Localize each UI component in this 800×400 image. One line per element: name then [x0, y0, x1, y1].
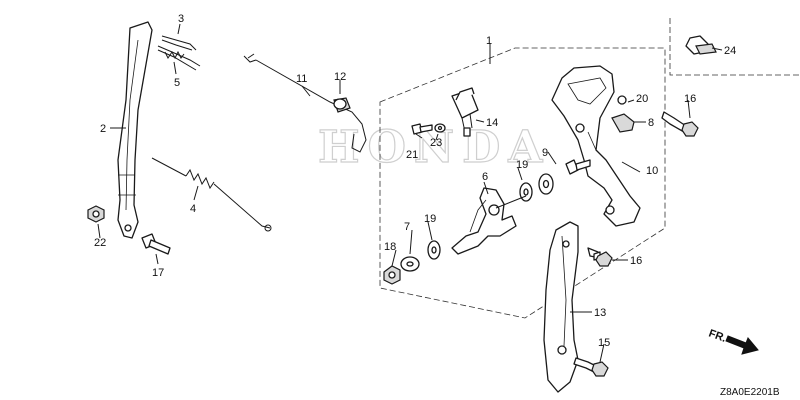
- callout-17: 17: [152, 267, 164, 279]
- part-9-screw: [565, 159, 591, 175]
- callout-21: 21: [406, 149, 418, 161]
- part-20-ball: [617, 95, 627, 105]
- callout-18: 18: [384, 241, 396, 253]
- part-12-grommet: [333, 97, 351, 113]
- part-6-linkage-plate: [451, 187, 527, 255]
- front-direction-indicator: FR.: [707, 328, 759, 355]
- part-17-pin: [141, 233, 171, 255]
- part-15-bolt: [573, 357, 609, 377]
- part-24-box: [669, 18, 800, 76]
- callout-5: 5: [174, 77, 180, 89]
- part-13-cover: [543, 221, 579, 393]
- callout-3: 3: [178, 13, 184, 25]
- callout-19-lower: 19: [424, 213, 436, 225]
- part-19-washer-lower: [427, 240, 441, 260]
- part-19-washer-upper-2: [538, 173, 554, 195]
- callout-4: 4: [190, 203, 196, 215]
- callout-2: 2: [100, 123, 106, 135]
- part-5-spring: [164, 50, 185, 60]
- fr-label: FR.: [707, 328, 728, 345]
- callout-19-upper: 19: [516, 159, 528, 171]
- callout-8: 8: [648, 117, 654, 129]
- callout-1: 1: [486, 35, 492, 47]
- callout-12: 12: [334, 71, 346, 83]
- part-16-bolt-middle: [587, 247, 613, 267]
- callout-24: 24: [724, 45, 736, 57]
- part-19-washer-upper: [519, 182, 533, 202]
- part-3-wire-clip: [157, 35, 201, 71]
- callout-6: 6: [482, 171, 488, 183]
- callout-11: 11: [296, 73, 307, 85]
- part-16-bolt-upper: [661, 111, 699, 137]
- part-10-bracket: [551, 65, 641, 227]
- part-24-clamp: [685, 35, 717, 55]
- callout-20: 20: [636, 93, 648, 105]
- callout-10: 10: [646, 165, 658, 177]
- part-14-switch: [451, 87, 479, 137]
- callout-13: 13: [594, 307, 606, 319]
- callout-labels: 1 2 3 4 5 6 7 8 9 10 11 12 13 14 15 16 1…: [94, 13, 736, 349]
- leader-lines: [97, 23, 723, 363]
- callout-15: 15: [598, 337, 610, 349]
- callout-9: 9: [542, 147, 548, 159]
- assembly-outline: [379, 47, 666, 319]
- callout-7: 7: [404, 221, 410, 233]
- callout-16-upper: 16: [684, 93, 696, 105]
- part-8-clip: [611, 113, 635, 133]
- part-18-nut: [383, 265, 401, 285]
- fr-arrow-icon: [725, 335, 759, 355]
- part-21-screw: [411, 123, 433, 135]
- callout-23: 23: [430, 137, 442, 149]
- callout-22: 22: [94, 237, 106, 249]
- part-4-cable-spring: [151, 157, 272, 232]
- callout-14: 14: [486, 117, 498, 129]
- part-2-lever-arm: [117, 21, 153, 239]
- diagram-code: Z8A0E2201B: [720, 387, 780, 398]
- part-23-washer: [434, 123, 446, 133]
- part-7-bushing: [400, 256, 420, 272]
- callout-16-lower: 16: [630, 255, 642, 267]
- part-22-nut: [87, 205, 105, 223]
